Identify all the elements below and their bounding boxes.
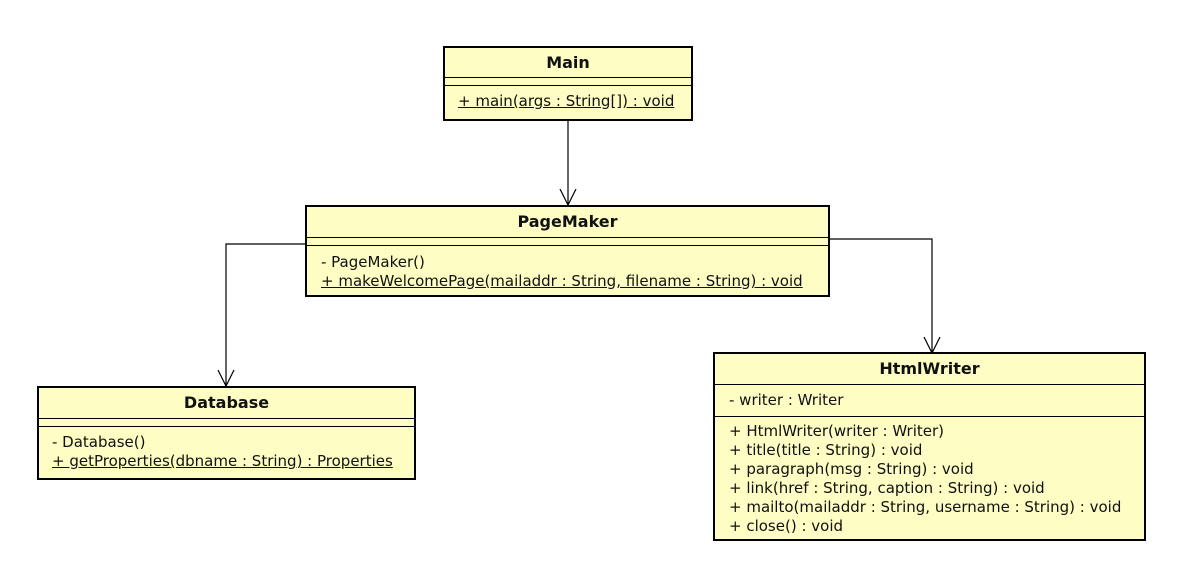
operation: + getProperties(dbname : String) : Prope… xyxy=(52,452,393,470)
class-database[interactable]: Database - Database() + getProperties(db… xyxy=(37,386,416,480)
attributes-compartment xyxy=(307,238,828,246)
attributes-compartment xyxy=(445,78,691,86)
operations-compartment: + main(args : String[]) : void xyxy=(445,86,691,111)
operation: + link(href : String, caption : String) … xyxy=(729,479,1045,497)
association-pagemaker-database[interactable] xyxy=(217,243,306,388)
association-main-pagemaker[interactable] xyxy=(559,121,577,207)
class-name: Database xyxy=(39,388,414,419)
attribute: - writer : Writer xyxy=(729,391,844,409)
class-name: HtmlWriter xyxy=(715,354,1144,385)
operation: - Database() xyxy=(52,433,146,451)
operations-compartment: - Database() + getProperties(dbname : St… xyxy=(39,427,414,471)
attributes-compartment: - writer : Writer xyxy=(715,385,1144,417)
association-pagemaker-htmlwriter[interactable] xyxy=(829,238,941,355)
class-htmlwriter[interactable]: HtmlWriter - writer : Writer + HtmlWrite… xyxy=(713,352,1146,541)
operation: + makeWelcomePage(mailaddr : String, fil… xyxy=(321,272,803,290)
operation: + HtmlWriter(writer : Writer) xyxy=(729,422,944,440)
operation: + mailto(mailaddr : String, username : S… xyxy=(729,498,1122,516)
operations-compartment: + HtmlWriter(writer : Writer) + title(ti… xyxy=(715,417,1144,536)
operation: + paragraph(msg : String) : void xyxy=(729,460,974,478)
operation: + title(title : String) : void xyxy=(729,441,923,459)
class-pagemaker[interactable]: PageMaker - PageMaker() + makeWelcomePag… xyxy=(305,205,830,297)
operation: + main(args : String[]) : void xyxy=(458,92,675,110)
attributes-compartment xyxy=(39,419,414,427)
class-name: Main xyxy=(445,48,691,78)
class-main[interactable]: Main + main(args : String[]) : void xyxy=(443,46,693,121)
class-name: PageMaker xyxy=(307,207,828,238)
operations-compartment: - PageMaker() + makeWelcomePage(mailaddr… xyxy=(307,246,828,291)
operation: + close() : void xyxy=(729,517,844,535)
operation: - PageMaker() xyxy=(321,253,425,271)
